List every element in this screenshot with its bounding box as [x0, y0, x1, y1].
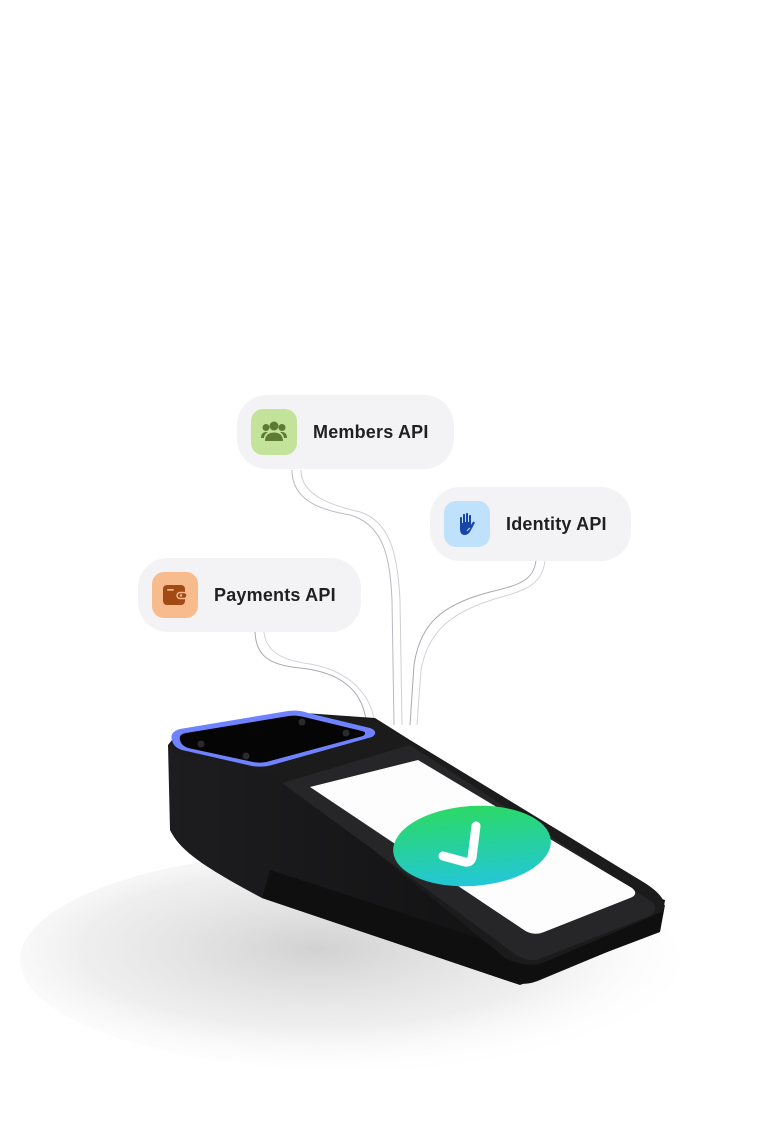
wallet-icon — [163, 585, 188, 605]
payments-icon-tile — [152, 572, 198, 618]
identity-api-label: Identity API — [506, 513, 607, 534]
checkmark-icon — [438, 821, 481, 867]
members-api-badge[interactable]: Members API — [237, 395, 454, 469]
members-api-label: Members API — [313, 421, 429, 442]
payments-api-label: Payments API — [214, 584, 336, 605]
identity-icon-tile — [444, 501, 490, 547]
payments-api-badge[interactable]: Payments API — [138, 558, 361, 632]
raised-hand-icon — [460, 512, 475, 535]
users-group-icon — [261, 421, 287, 441]
identity-api-badge[interactable]: Identity API — [430, 487, 631, 561]
members-icon-tile — [251, 409, 297, 455]
